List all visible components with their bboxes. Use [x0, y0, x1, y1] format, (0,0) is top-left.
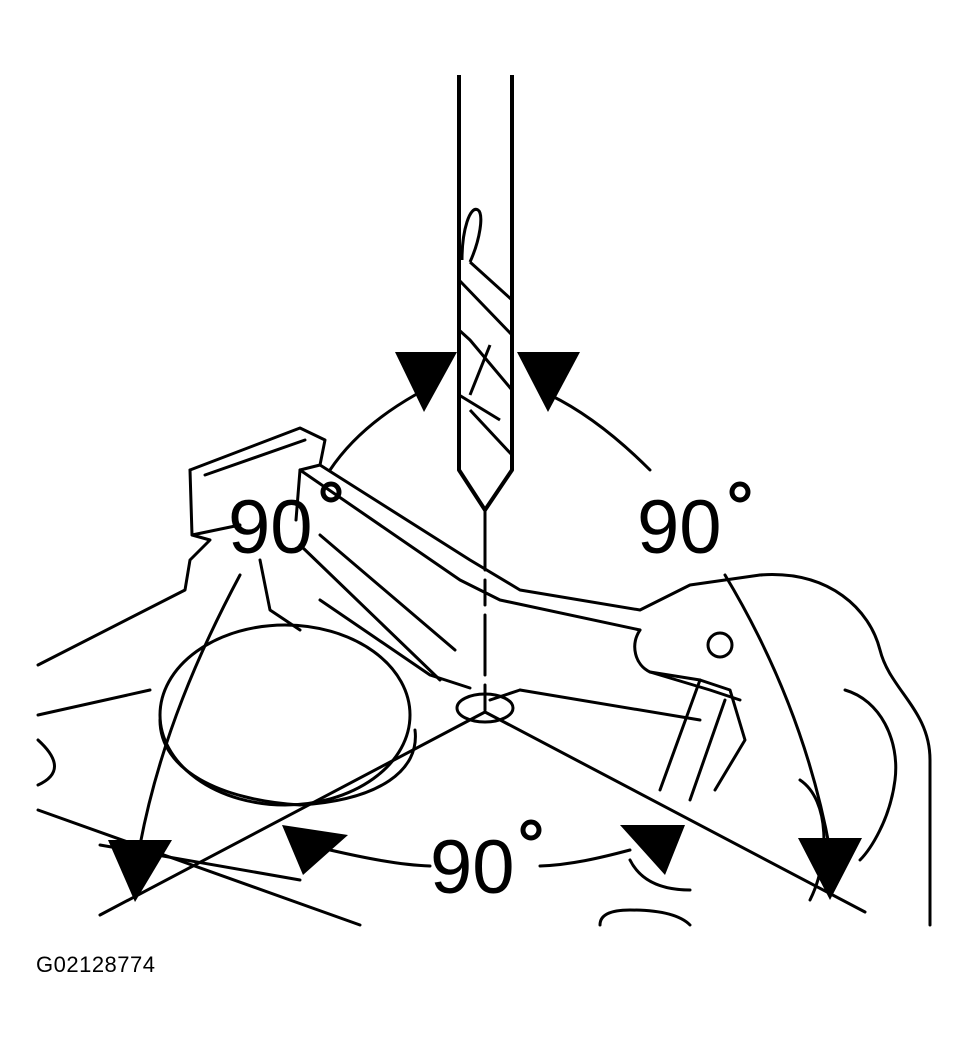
degree-mark-bottom	[520, 819, 542, 841]
arrowhead-top-left	[395, 352, 457, 412]
axis-right	[483, 710, 867, 914]
arrowhead-bottom-far-left	[108, 840, 172, 902]
arc-bottom-right	[538, 848, 632, 868]
arrowhead-top-right	[517, 352, 580, 412]
angle-label-right: 90	[637, 485, 722, 570]
arc-upper-right	[548, 393, 652, 472]
triangle-arrowheads	[108, 352, 862, 902]
angle-label-bottom: 90	[430, 825, 515, 910]
angle-label-bottom-group: 90	[430, 819, 542, 910]
angle-label-left: 90	[228, 485, 313, 570]
angle-label-left-group: 90	[228, 481, 342, 570]
degree-mark-right	[729, 481, 751, 503]
arc-bottom-left	[328, 848, 432, 868]
reference-axes	[98, 508, 867, 917]
arrowhead-bottom-inner-left	[282, 825, 348, 875]
angle-arcs	[138, 393, 832, 868]
casting-outline	[36, 426, 932, 927]
angle-label-right-group: 90	[637, 481, 751, 570]
arrowhead-bottom-far-right	[798, 838, 862, 900]
drill-bit-icon	[457, 75, 514, 512]
figure-id-label: G02128774	[36, 952, 156, 977]
arc-upper-left	[328, 393, 417, 472]
arc-lower-left	[138, 573, 242, 847]
degree-mark-left	[320, 481, 342, 503]
arc-lower-right	[723, 573, 832, 852]
arrowhead-bottom-inner-right	[620, 825, 685, 875]
axis-left	[98, 710, 487, 917]
